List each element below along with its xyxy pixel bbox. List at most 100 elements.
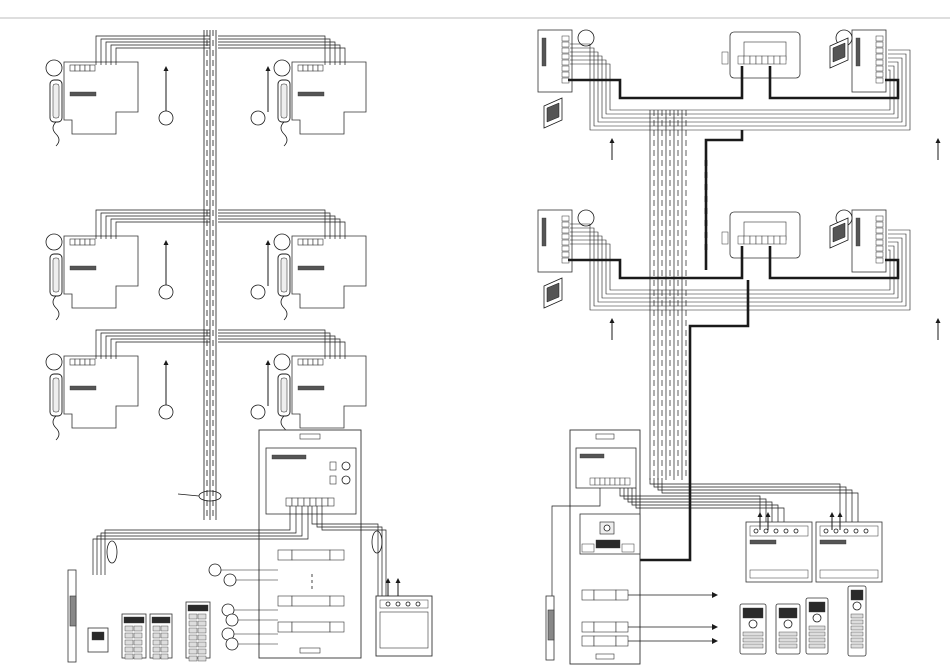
control-button bbox=[330, 462, 336, 470]
psu-terminal bbox=[854, 529, 858, 533]
terminal-block bbox=[876, 222, 883, 227]
handset-cord bbox=[53, 296, 59, 320]
power-supply-unit bbox=[746, 522, 812, 582]
psu-terminal bbox=[824, 529, 828, 533]
callout-circle bbox=[251, 405, 265, 419]
terminal-block bbox=[70, 239, 75, 245]
apartment-unit bbox=[46, 354, 138, 440]
handset-cord bbox=[281, 296, 287, 320]
terminal-block bbox=[75, 359, 80, 365]
arrow-head bbox=[758, 512, 763, 517]
terminal-block bbox=[90, 65, 95, 71]
callout-circle bbox=[159, 111, 173, 125]
apartment-unit bbox=[274, 354, 366, 440]
call-button bbox=[809, 638, 825, 642]
entrance-panel bbox=[122, 614, 146, 659]
arrow-head bbox=[838, 512, 843, 517]
terminal-block bbox=[762, 236, 768, 244]
video-distributor bbox=[730, 212, 800, 258]
wire bbox=[106, 42, 210, 65]
terminal-block bbox=[292, 498, 298, 506]
terminal-block bbox=[738, 236, 744, 244]
terminal-block bbox=[876, 42, 883, 47]
terminal-block bbox=[308, 65, 313, 71]
terminal-block bbox=[562, 60, 569, 65]
brand-strip bbox=[856, 38, 860, 66]
fuse-symbol bbox=[722, 52, 728, 64]
relay-terminal bbox=[278, 550, 292, 560]
call-button bbox=[189, 635, 197, 640]
camera-display bbox=[851, 590, 863, 600]
terminal-block bbox=[298, 239, 303, 245]
relay-terminal bbox=[278, 596, 292, 606]
terminal-block bbox=[876, 54, 883, 59]
call-button bbox=[851, 614, 863, 618]
callout-circle bbox=[46, 60, 62, 76]
relay-terminal bbox=[330, 622, 344, 632]
terminal-block bbox=[90, 239, 95, 245]
terminal-block bbox=[562, 48, 569, 53]
panel-speaker bbox=[124, 617, 144, 623]
call-button bbox=[125, 640, 133, 645]
call-button bbox=[851, 644, 863, 648]
callout-circle bbox=[274, 354, 290, 370]
psu-terminal bbox=[834, 529, 838, 533]
terminal-block bbox=[756, 236, 762, 244]
status-bar bbox=[596, 540, 620, 548]
wire bbox=[218, 39, 330, 65]
callout-circle bbox=[274, 60, 290, 76]
call-button bbox=[198, 656, 206, 661]
terminal-block bbox=[744, 56, 750, 64]
apartment-unit bbox=[46, 234, 138, 320]
call-button bbox=[153, 647, 160, 652]
call-button bbox=[189, 642, 197, 647]
callout-circle bbox=[251, 285, 265, 299]
wire bbox=[654, 478, 846, 522]
wire bbox=[218, 333, 330, 359]
psu-terminals bbox=[820, 526, 878, 536]
relay-terminal bbox=[278, 622, 292, 632]
camera-display bbox=[809, 602, 825, 612]
wire bbox=[218, 336, 335, 359]
terminal-block bbox=[310, 498, 316, 506]
terminal-block bbox=[562, 222, 569, 227]
video-entrance-panel bbox=[776, 604, 800, 654]
call-button bbox=[743, 638, 763, 642]
arrow-head bbox=[610, 318, 615, 323]
callout-circle bbox=[226, 614, 238, 626]
callout-circle bbox=[209, 564, 221, 576]
callout-circle bbox=[274, 234, 290, 250]
psu-terminal bbox=[844, 529, 848, 533]
callout-circle bbox=[159, 285, 173, 299]
brand-strip bbox=[298, 266, 324, 270]
panel-dial bbox=[749, 620, 757, 628]
terminal-block bbox=[298, 65, 303, 71]
terminal-block bbox=[562, 258, 569, 263]
relay-terminal bbox=[330, 596, 344, 606]
apartment-unit bbox=[274, 60, 366, 146]
terminal-block bbox=[738, 56, 744, 64]
terminal-block bbox=[304, 498, 310, 506]
terminal-block bbox=[80, 239, 85, 245]
handset-monitor-icon bbox=[830, 38, 848, 68]
call-button bbox=[851, 626, 863, 630]
call-button bbox=[189, 656, 197, 661]
call-button bbox=[809, 644, 825, 648]
fuse-symbol bbox=[722, 232, 728, 244]
arrow-up bbox=[936, 318, 941, 340]
arrow-head bbox=[936, 138, 941, 143]
terminal-block bbox=[80, 359, 85, 365]
electric-lock bbox=[548, 610, 554, 640]
call-button bbox=[125, 654, 133, 659]
terminal-block bbox=[562, 252, 569, 257]
callout-circle bbox=[251, 111, 265, 125]
call-button bbox=[851, 638, 863, 642]
terminal-block bbox=[562, 42, 569, 47]
terminal-block bbox=[298, 498, 304, 506]
relay-body bbox=[594, 622, 616, 632]
apartment-outline bbox=[64, 62, 138, 134]
brand-strip bbox=[542, 38, 546, 66]
call-button bbox=[743, 632, 763, 636]
video-distributor bbox=[730, 32, 800, 78]
